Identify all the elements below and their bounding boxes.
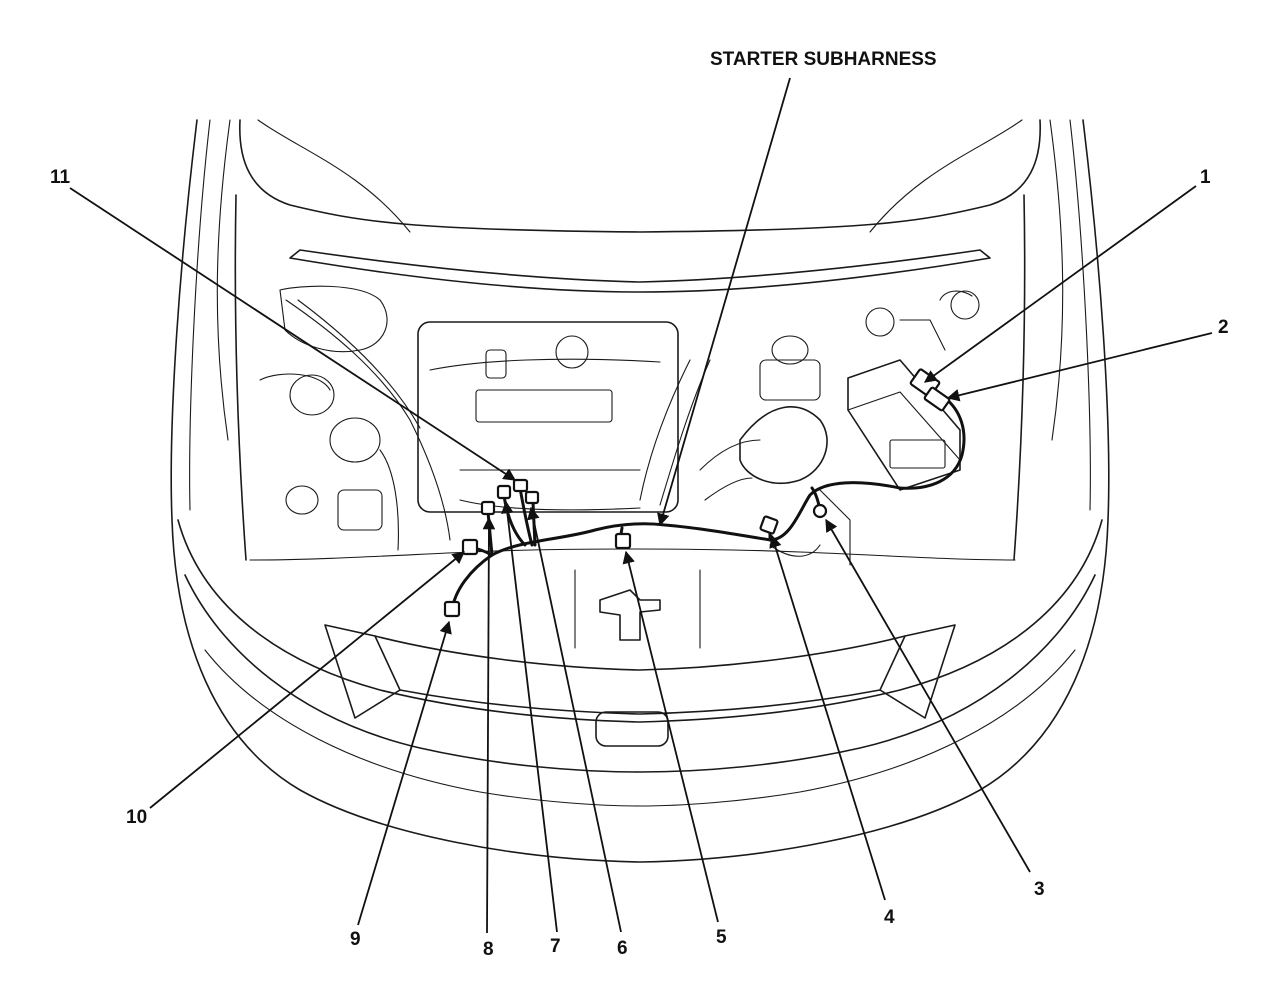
leader-10	[149, 551, 465, 809]
labels: STARTER SUBHARNESS 1 2 3 4 5 6 7 8 9 10 …	[50, 49, 1229, 960]
leader-7	[501, 500, 558, 933]
connectors	[443, 368, 951, 618]
leader-1	[923, 185, 1197, 383]
callout-2: 2	[1218, 317, 1229, 338]
leader-6	[527, 506, 622, 933]
connector-10	[461, 538, 479, 556]
leader-4	[769, 534, 886, 901]
car-body-outline	[170, 119, 1110, 863]
callout-7: 7	[550, 936, 561, 957]
callout-8: 8	[483, 939, 494, 960]
engine-components	[249, 285, 1016, 649]
diagram-title: STARTER SUBHARNESS	[710, 49, 937, 70]
connector-9	[443, 600, 461, 618]
leader-3	[825, 518, 1031, 873]
leader-2	[946, 332, 1213, 402]
callout-5: 5	[716, 927, 727, 948]
connector-8	[480, 500, 496, 516]
callout-9: 9	[350, 929, 361, 950]
connector-4	[759, 515, 779, 535]
connector-3	[812, 503, 828, 519]
connector-11	[512, 478, 529, 493]
callout-6: 6	[617, 938, 628, 959]
connector-5	[614, 532, 632, 550]
connector-2	[923, 386, 951, 412]
leader-title	[657, 77, 791, 527]
leader-lines	[69, 77, 1213, 934]
callout-3: 3	[1034, 879, 1045, 900]
callout-11: 11	[50, 167, 71, 188]
leader-5	[622, 550, 719, 923]
connector-6	[524, 490, 540, 505]
callout-1: 1	[1200, 167, 1211, 188]
leader-9	[357, 620, 452, 926]
callout-10: 10	[126, 807, 147, 828]
callout-4: 4	[884, 907, 895, 928]
leader-8	[482, 516, 496, 934]
connector-7	[496, 484, 512, 500]
leader-11	[69, 187, 517, 481]
